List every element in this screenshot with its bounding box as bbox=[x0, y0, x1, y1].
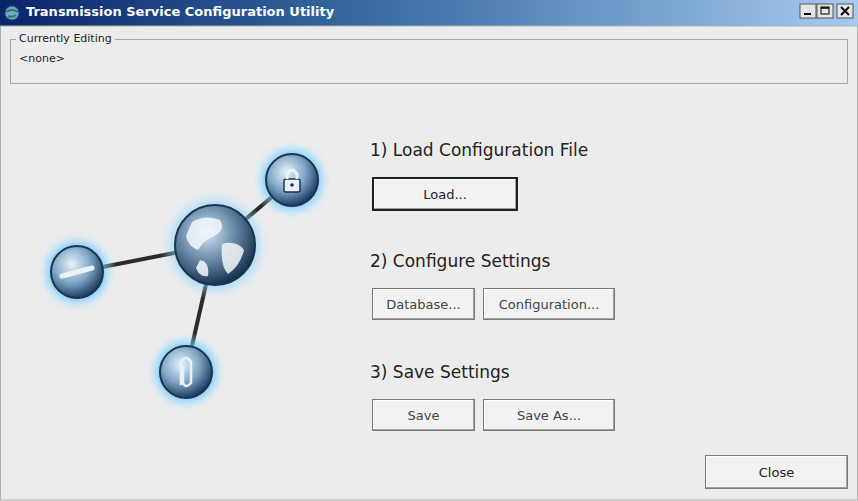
configuration-button: Configuration... bbox=[483, 288, 615, 320]
group-frame bbox=[10, 39, 848, 84]
close-button: Close bbox=[705, 455, 848, 489]
save-as-button: Save As... bbox=[483, 399, 615, 431]
step-heading: 1) Load Configuration File bbox=[370, 140, 588, 160]
database-button: Database... bbox=[372, 288, 475, 320]
button-label: Save As... bbox=[517, 408, 581, 423]
load-button: Load... bbox=[372, 177, 518, 211]
button-label: Save bbox=[408, 408, 440, 423]
button-label: Load... bbox=[423, 187, 467, 202]
window-title: Transmission Service Configuration Utili… bbox=[26, 4, 858, 19]
group-box: Currently Editing <none> bbox=[10, 32, 848, 84]
step-heading: 2) Configure Settings bbox=[370, 251, 550, 271]
button-label: Database... bbox=[386, 297, 460, 312]
button-label: Close bbox=[759, 465, 794, 480]
save-button: Save bbox=[372, 399, 475, 431]
button-label: Configuration... bbox=[499, 297, 600, 312]
group-caption: Currently Editing bbox=[16, 32, 115, 45]
step-heading: 3) Save Settings bbox=[370, 362, 510, 382]
current-file: <none> bbox=[19, 52, 65, 65]
